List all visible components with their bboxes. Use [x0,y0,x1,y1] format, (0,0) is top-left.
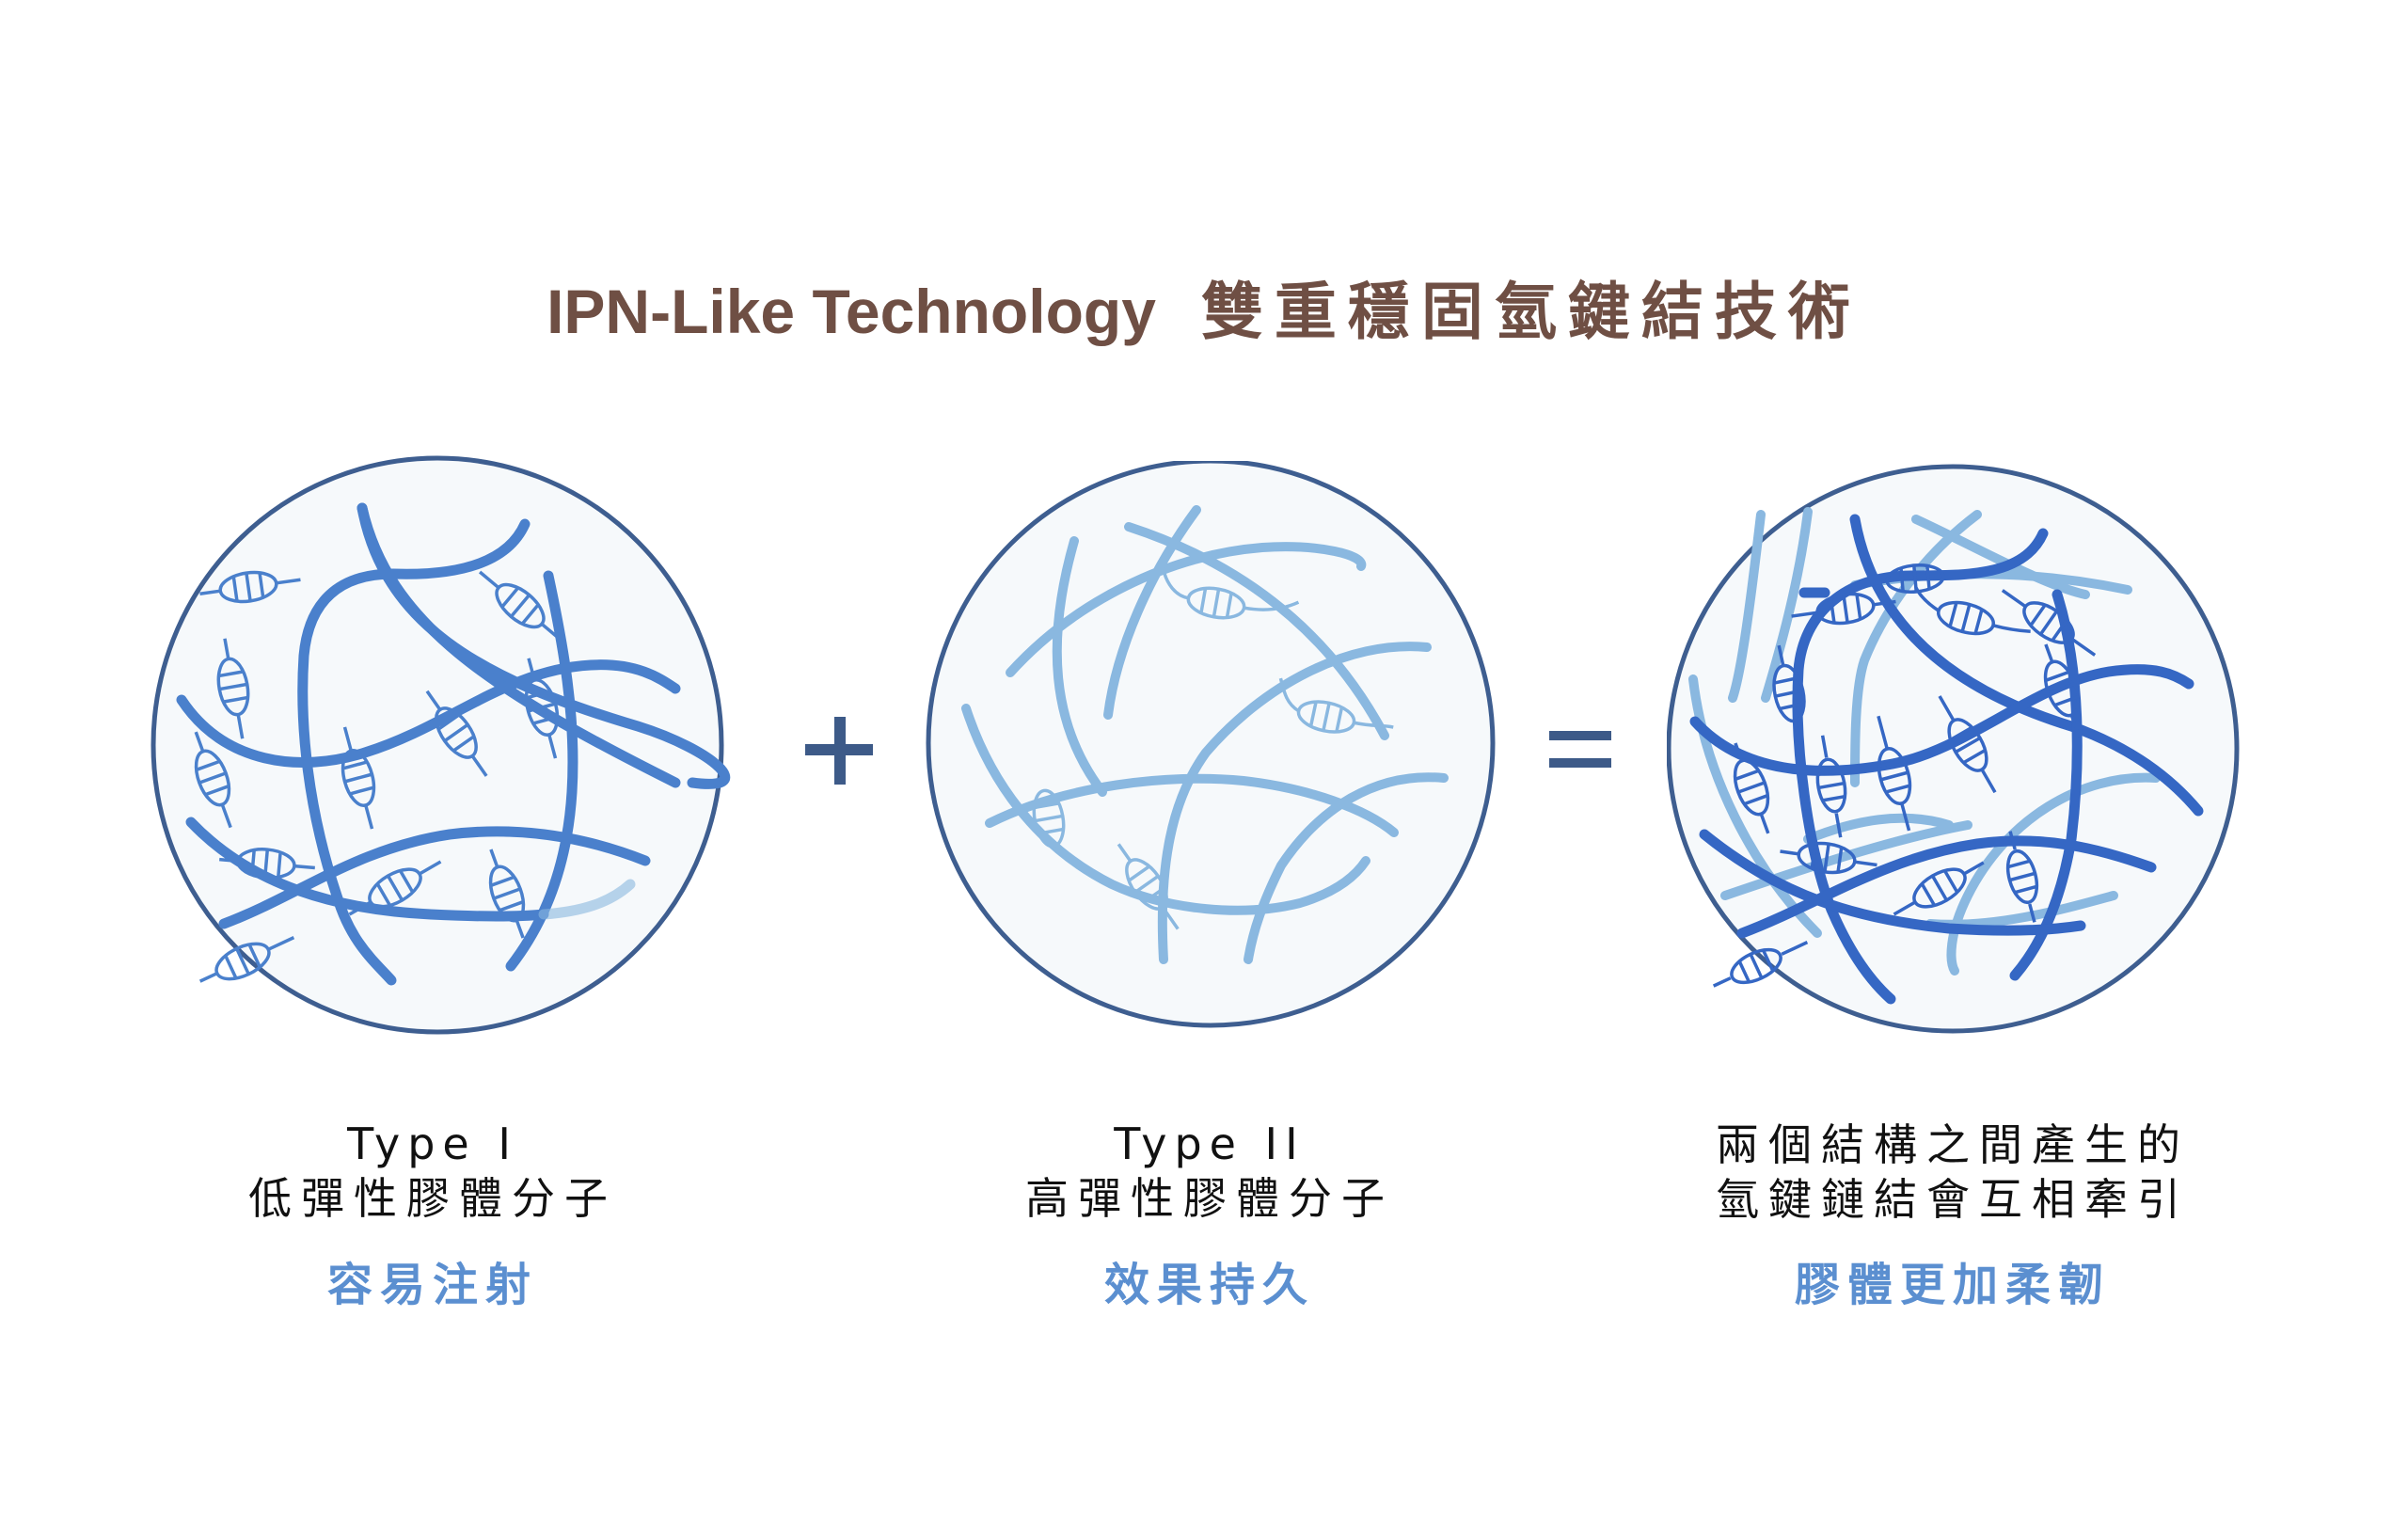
dark-polymer-fibers [1689,514,2204,1005]
polymer-fibers [176,502,731,986]
combined-label-line1: 兩個結構之間產生的 [1716,1119,2190,1170]
equals-operator-icon [1549,731,1611,768]
type2-label: Type II 高彈性膠體分子 效果持久 [909,1118,1511,1313]
polymer-fibers [961,505,1449,964]
combined-highlight: 膠體更加柔韌 [1794,1259,2111,1311]
type2-label-zh: 高彈性膠體分子 [1025,1173,1394,1224]
type1-label-zh: 低彈性膠體分子 [248,1173,617,1224]
page-title: IPN-Like Technology 雙重穩固氫鍵結技術 [0,262,2408,352]
hydrogen-bond-molecules [194,570,562,983]
type1-network-illustration [150,455,731,1035]
hydrogen-bond-molecules [1712,563,2097,988]
type2-label-en: Type II [1114,1118,1306,1169]
plus-operator-icon [805,717,873,785]
type2-network-illustration [926,461,1496,1028]
title-chinese: 雙重穩固氫鍵結技術 [1200,277,1861,346]
combined-network-illustration [1667,464,2240,1034]
light-polymer-fibers [1688,507,2161,976]
type1-label-en: Type I [347,1118,518,1169]
combined-label-line2: 氫鍵鏈結會互相牽引 [1716,1174,2190,1225]
type1-label: Type I 低彈性膠體分子 容易注射 [132,1118,734,1313]
hydrogen-bond-molecules [1032,572,1394,930]
title-english: IPN-Like Technology [547,277,1156,346]
type2-highlight: 效果持久 [1103,1259,1315,1311]
type1-highlight: 容易注射 [326,1259,538,1311]
combined-label: 兩個結構之間產生的 氫鍵鏈結會互相牽引 膠體更加柔韌 [1652,1118,2254,1313]
